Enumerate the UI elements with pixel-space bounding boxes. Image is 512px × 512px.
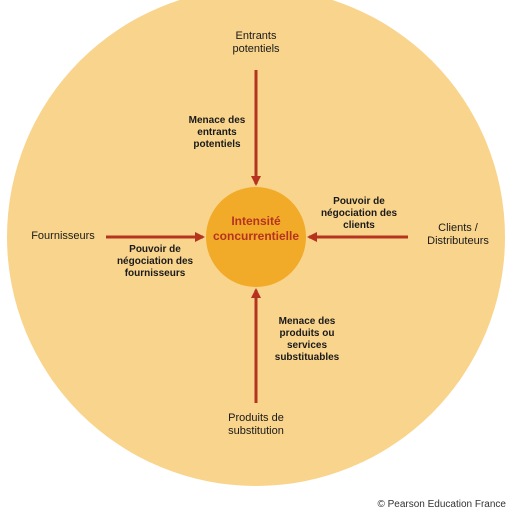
center-label: Intensité concurrentielle bbox=[212, 214, 300, 243]
center-circle bbox=[206, 187, 306, 287]
force-label-left: Fournisseurs bbox=[31, 230, 95, 242]
arrow-label-top: Menace des entrants potentiels bbox=[188, 115, 246, 150]
force-label-top: Entrants potentiels bbox=[232, 30, 280, 55]
arrow-label-bottom: Menace des produits ou services substitu… bbox=[274, 316, 340, 363]
arrow-label-right: Pouvoir de négociation des clients bbox=[320, 196, 398, 231]
force-label-bottom: Produits de substitution bbox=[228, 412, 284, 437]
force-label-right: Clients / Distributeurs bbox=[427, 222, 489, 247]
arrow-label-left: Pouvoir de négociation des fournisseurs bbox=[116, 244, 194, 279]
copyright-notice: © Pearson Education France bbox=[377, 499, 506, 510]
